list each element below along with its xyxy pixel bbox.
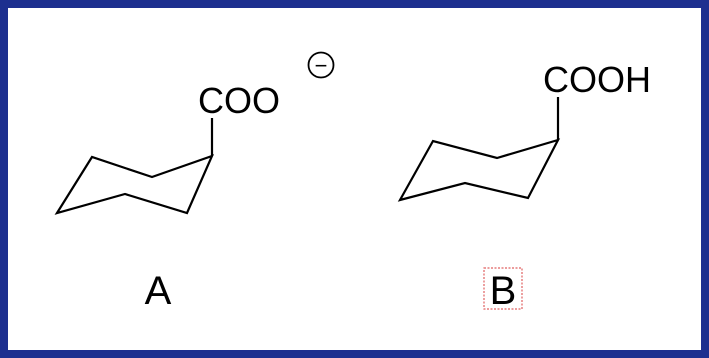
structure-b-label: B	[490, 269, 517, 313]
structure-a-charge-symbol: −	[315, 53, 328, 78]
structure-a-ring	[54, 154, 215, 215]
structure-b-group-label: COOH	[543, 59, 651, 100]
structure-a-label: A	[145, 269, 172, 313]
slide-panel	[8, 8, 701, 350]
structure-b-ring	[397, 138, 561, 202]
structure-a-charge-circle	[307, 51, 335, 79]
structure-b: COOH B	[397, 59, 651, 313]
structure-b-label-highlight	[483, 267, 523, 310]
structure-a: COO − A	[54, 51, 335, 313]
structure-a-group-label: COO	[198, 80, 280, 121]
